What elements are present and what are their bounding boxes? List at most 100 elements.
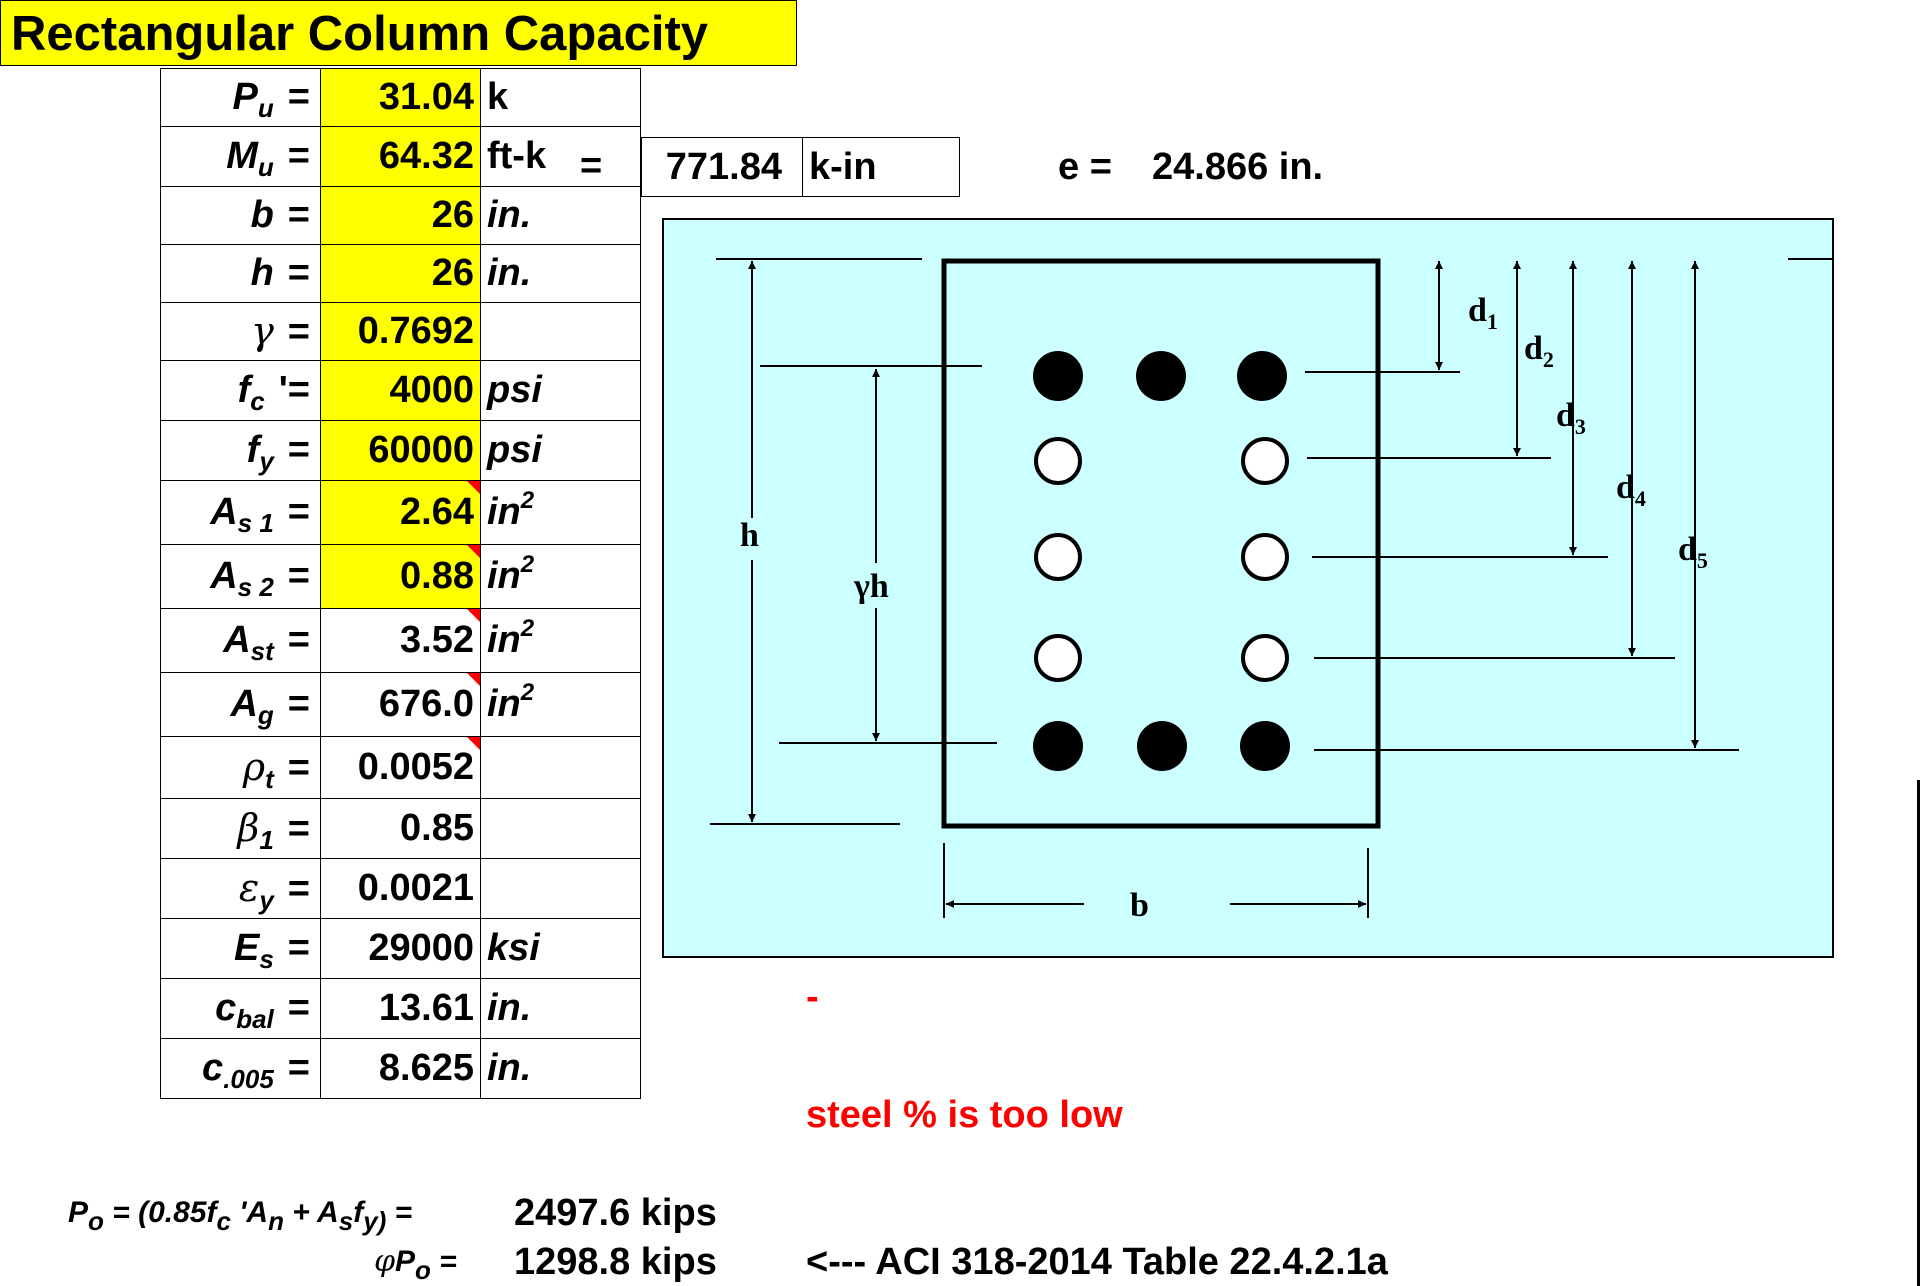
param-unit: ft-k — [480, 126, 641, 187]
param-label: c.005= — [160, 1038, 321, 1099]
warning-message: steel % is too low — [806, 1094, 1123, 1136]
rebar-filled — [1033, 721, 1083, 771]
moment-conversion-equals: = — [580, 145, 603, 187]
param-row: εy=0.0021 — [160, 858, 641, 919]
scrollbar-edge — [1917, 780, 1920, 1286]
d1-label: d1 — [1468, 292, 1498, 334]
param-value: 3.52 — [320, 608, 481, 673]
param-label: γ= — [160, 302, 321, 361]
param-label: As 2= — [160, 544, 321, 609]
comment-indicator — [467, 609, 480, 622]
param-unit — [480, 736, 641, 799]
param-unit — [480, 858, 641, 919]
rebar-open — [1241, 533, 1289, 581]
aci-reference: <--- ACI 318-2014 Table 22.4.2.1a — [806, 1241, 1388, 1283]
param-unit: in2 — [480, 480, 641, 545]
param-value: 29000 — [320, 918, 481, 979]
param-label: Pu= — [160, 68, 321, 127]
param-value[interactable]: 60000 — [320, 420, 481, 481]
param-value: 0.0052 — [320, 736, 481, 799]
param-value[interactable]: 31.04 — [320, 68, 481, 127]
param-row: ρt=0.0052 — [160, 736, 641, 799]
param-label: Ag= — [160, 672, 321, 737]
param-unit: in. — [480, 244, 641, 303]
param-label: Ast= — [160, 608, 321, 673]
rebar-open — [1241, 437, 1289, 485]
rebar-filled — [1137, 721, 1187, 771]
rebar-open — [1034, 634, 1082, 682]
param-unit: k — [480, 68, 641, 127]
param-value[interactable]: 2.64 — [320, 480, 481, 545]
param-value: 0.85 — [320, 798, 481, 859]
rebar-filled — [1136, 351, 1186, 401]
phi-po-value: 1298.8 kips — [514, 1241, 717, 1283]
comment-indicator — [467, 673, 480, 686]
param-unit: psi — [480, 360, 641, 421]
param-value[interactable]: 26 — [320, 244, 481, 303]
comment-indicator — [467, 737, 480, 750]
rebar-open — [1241, 634, 1289, 682]
param-label: ρt= — [160, 736, 321, 799]
param-value[interactable]: 0.7692 — [320, 302, 481, 361]
bar-side — [1034, 437, 1289, 682]
phi-po-label: φPo = — [374, 1244, 457, 1285]
param-value[interactable]: 26 — [320, 186, 481, 245]
b-label: b — [1130, 887, 1149, 924]
param-unit: ksi — [480, 918, 641, 979]
param-label: εy= — [160, 858, 321, 919]
po-value: 2497.6 kips — [514, 1192, 717, 1234]
d3-label: d3 — [1556, 397, 1586, 439]
comment-indicator — [467, 481, 480, 494]
param-row: β1=0.85 — [160, 798, 641, 859]
param-label: Es= — [160, 918, 321, 979]
param-label: fy= — [160, 420, 321, 481]
gamma-h-label: γh — [853, 568, 889, 605]
param-value: 8.625 — [320, 1038, 481, 1099]
dash-note: - — [806, 976, 819, 1018]
param-row: γ=0.7692 — [160, 302, 641, 361]
moment-conversion-unit: k-in — [802, 137, 960, 197]
comment-indicator — [467, 545, 480, 558]
param-value: 676.0 — [320, 672, 481, 737]
po-formula: Po = (0.85fc 'An + Asfy) = — [68, 1196, 413, 1236]
param-value[interactable]: 0.88 — [320, 544, 481, 609]
param-value: 13.61 — [320, 978, 481, 1039]
param-label: b= — [160, 186, 321, 245]
param-label: cbal= — [160, 978, 321, 1039]
rebar-filled — [1240, 721, 1290, 771]
param-value[interactable]: 4000 — [320, 360, 481, 421]
column-outline — [941, 258, 1381, 829]
param-value[interactable]: 64.32 — [320, 126, 481, 187]
param-unit: in2 — [480, 544, 641, 609]
rebar-filled — [1033, 351, 1083, 401]
param-label: As 1= — [160, 480, 321, 545]
rebar-filled — [1237, 351, 1287, 401]
moment-conversion-value: 771.84 — [641, 137, 803, 197]
diagram-background — [662, 218, 1834, 958]
bar-row-5 — [1033, 721, 1290, 771]
param-label: h= — [160, 244, 321, 303]
param-unit — [480, 798, 641, 859]
param-label: β1= — [160, 798, 321, 859]
param-label: Mu= — [160, 126, 321, 187]
column-section-diagram: h γh b d1 d2 d3 d4 d5 — [662, 218, 1834, 958]
page-title: Rectangular Column Capacity — [0, 0, 797, 66]
bar-row-1 — [1033, 351, 1287, 401]
d4-label: d4 — [1616, 469, 1646, 511]
param-value: 0.0021 — [320, 858, 481, 919]
param-unit: in. — [480, 978, 641, 1039]
param-unit — [480, 302, 641, 361]
rebar-open — [1034, 533, 1082, 581]
param-unit: in2 — [480, 608, 641, 673]
